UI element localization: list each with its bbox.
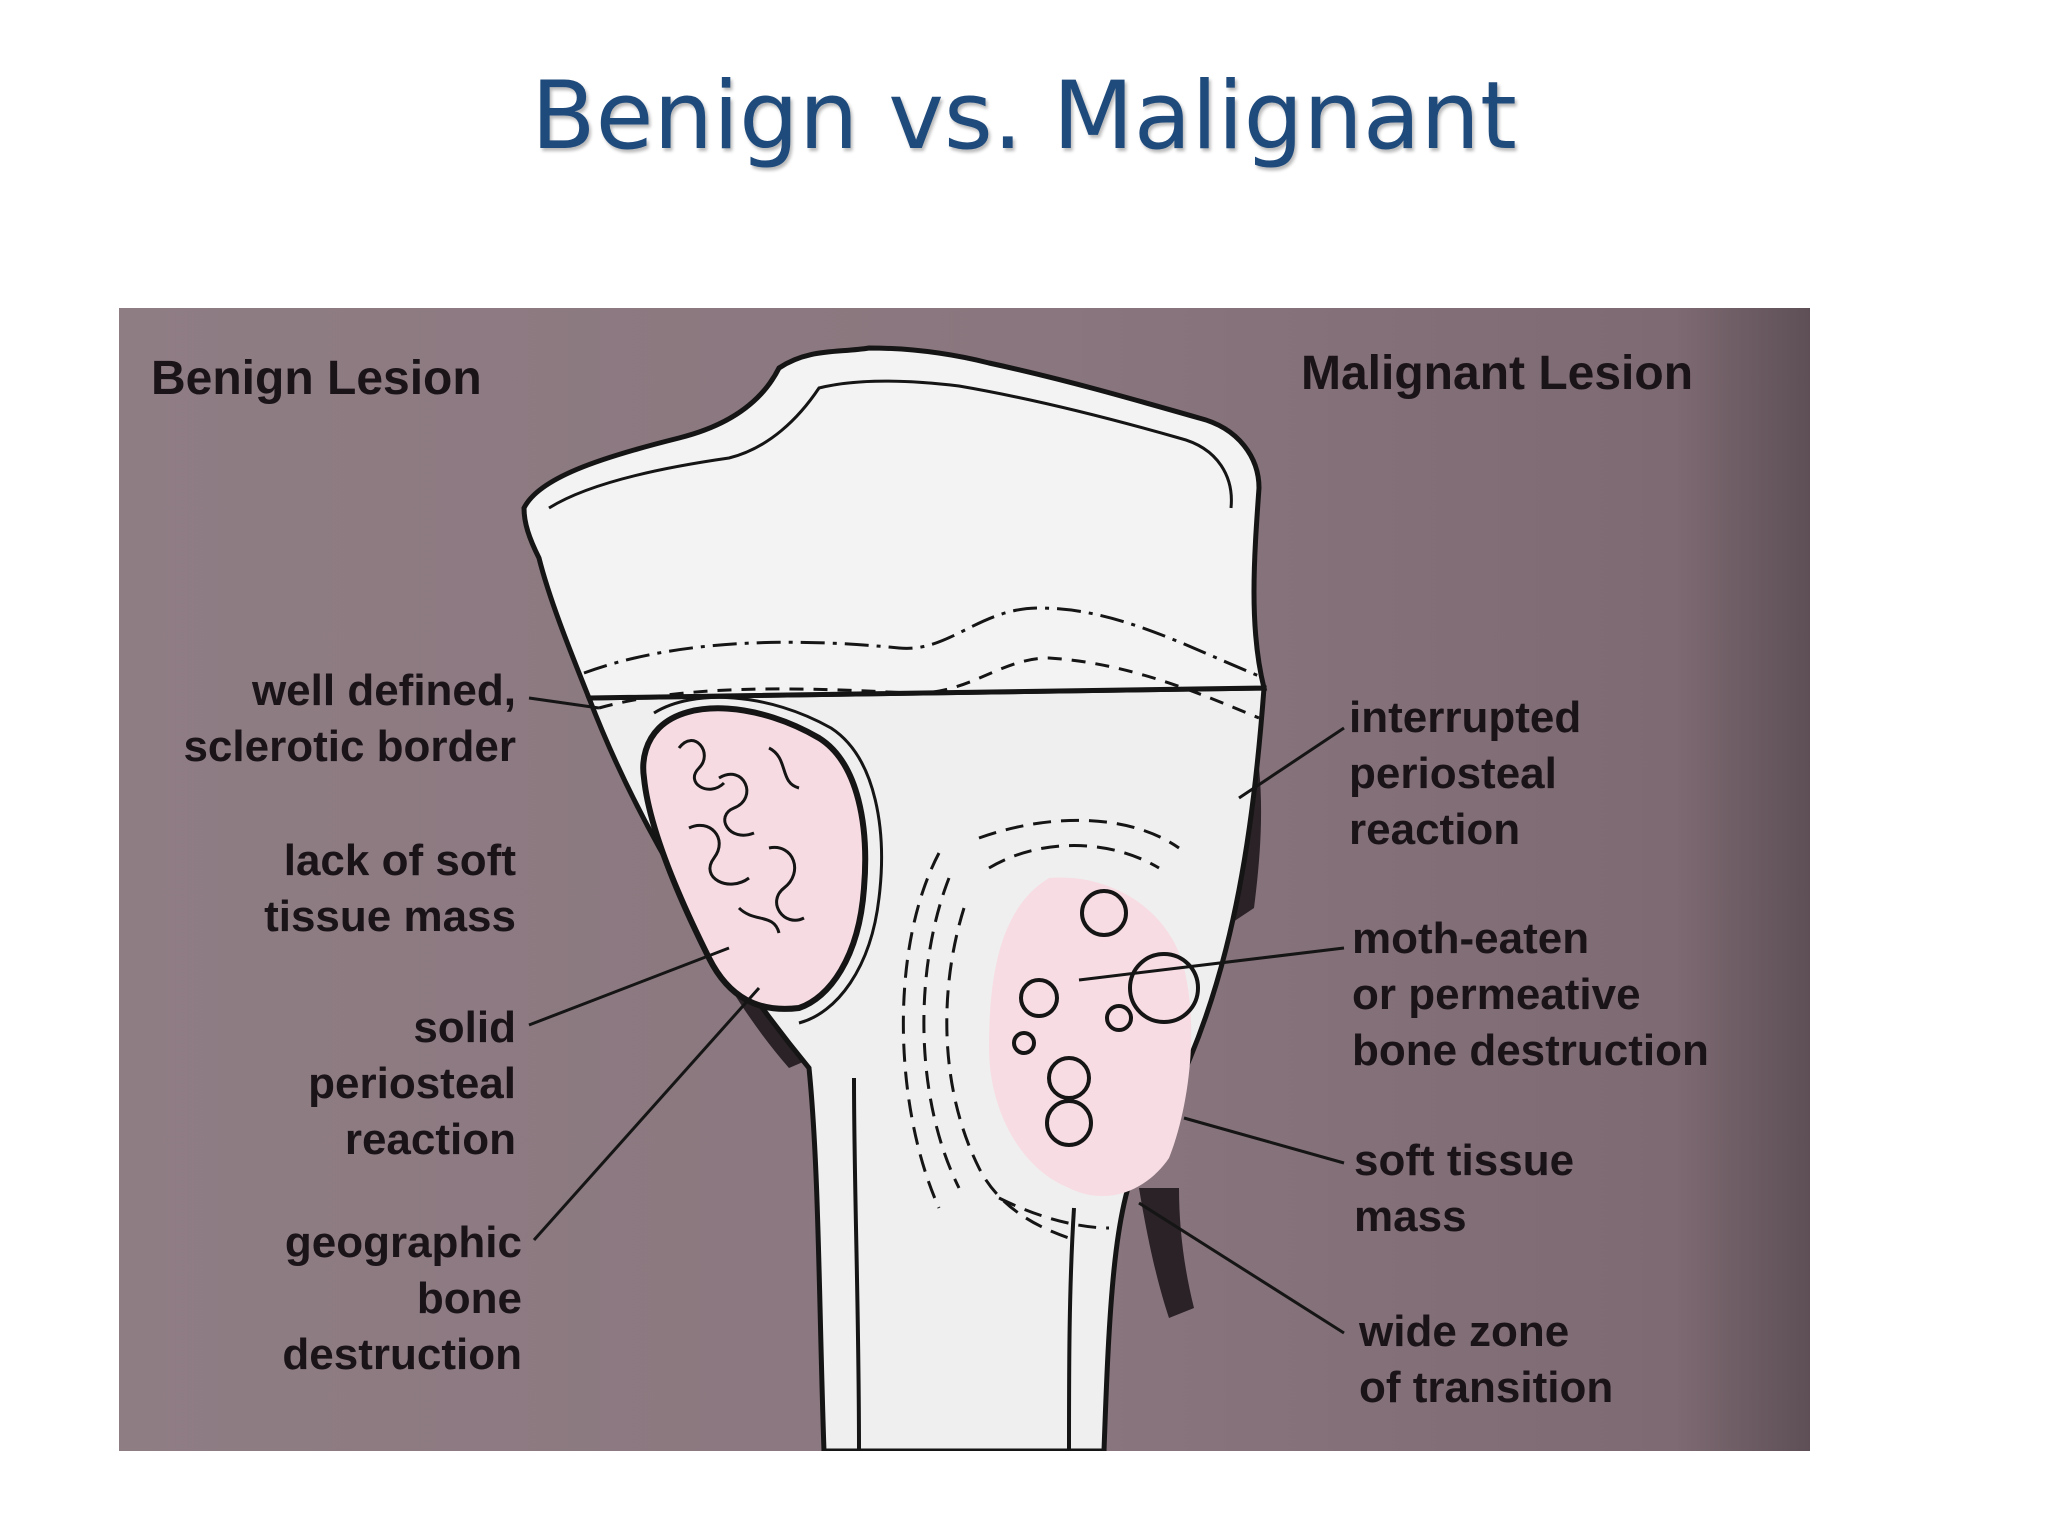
bone-illustration: [521, 345, 1345, 1451]
label-well-defined-border: well defined, sclerotic border: [183, 666, 516, 771]
benign-lesion-rim: [653, 695, 883, 1025]
label-wide-zone-of-transition: wide zone of transition: [1359, 1307, 1614, 1412]
cortex-line-right: [1067, 1207, 1076, 1451]
wide-zone-of-transition: [901, 818, 1180, 1240]
growth-plate-lower: [598, 656, 1260, 720]
cortex-line-left: [852, 1077, 861, 1451]
benign-lesion: [640, 705, 869, 1012]
label-solid-periosteal-reaction: solid periosteal reaction: [308, 1003, 516, 1164]
growth-plate: [583, 606, 1265, 680]
bone-epiphysis: [521, 345, 1268, 701]
epiphyseal-inner-outline: [548, 379, 1233, 510]
malignant-lesion: [989, 877, 1192, 1197]
label-soft-tissue-mass: soft tissue mass: [1354, 1136, 1575, 1241]
label-interrupted-periosteal-reaction: interrupted periosteal reaction: [1349, 693, 1582, 854]
benign-lesion-texture: [677, 739, 805, 934]
malignant-periosteal-spicules-lower: [1139, 1188, 1194, 1318]
leader-lines: [528, 696, 1345, 1335]
label-lack-soft-tissue-mass: lack of soft tissue mass: [264, 836, 516, 941]
slide-title: Benign vs. Malignant: [531, 62, 1517, 171]
label-moth-eaten-destruction: moth-eaten or permeative bone destructio…: [1352, 914, 1709, 1075]
bone-lesion-diagram: Benign Lesion Malignant Lesion well defi…: [119, 308, 1810, 1451]
benign-heading: Benign Lesion: [151, 352, 482, 405]
label-geographic-bone-destruction: geographic bone destruction: [282, 1218, 522, 1379]
malignant-moth-eaten-holes: [1012, 889, 1200, 1147]
malignant-heading: Malignant Lesion: [1301, 347, 1694, 400]
